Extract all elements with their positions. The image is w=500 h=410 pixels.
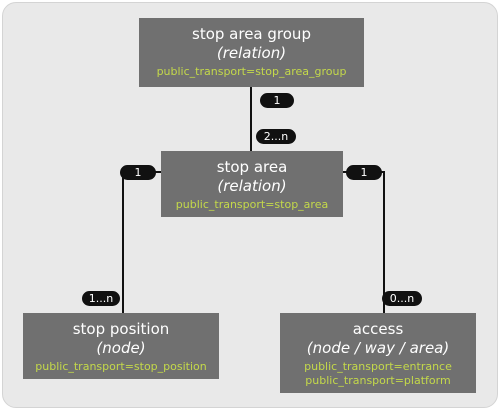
multiplicity-label: 1 [260, 93, 294, 108]
connector-area-position [122, 171, 162, 313]
node-tag: public_transport=platform [305, 374, 451, 387]
node-title: stop area group [192, 25, 311, 43]
stop-area-node: stop area (relation) public_transport=st… [161, 151, 343, 217]
node-tag: public_transport=stop_area [175, 198, 329, 211]
node-title: access [352, 320, 404, 338]
stop-position-node: stop position (node) public_transport=st… [23, 313, 219, 379]
multiplicity-label: 0...n [382, 291, 422, 306]
node-tag: public_transport=entrance [304, 360, 452, 373]
node-tag: public_transport=stop_area_group [156, 65, 347, 78]
stop-area-group-node: stop area group (relation) public_transp… [139, 18, 364, 87]
node-type: (node / way / area) [306, 339, 450, 357]
access-node: access (node / way / area) public_transp… [280, 313, 476, 393]
multiplicity-label: 2...n [256, 129, 296, 144]
connector-area-access [343, 171, 385, 313]
node-type: (node) [96, 339, 146, 357]
multiplicity-label: 1 [120, 165, 156, 180]
node-tag: public_transport=stop_position [35, 360, 207, 373]
node-title: stop area [216, 158, 288, 176]
multiplicity-label: 1 [346, 165, 382, 180]
node-type: (relation) [216, 44, 287, 62]
multiplicity-label: 1...n [82, 291, 120, 306]
node-type: (relation) [217, 177, 287, 195]
node-title: stop position [72, 320, 170, 338]
